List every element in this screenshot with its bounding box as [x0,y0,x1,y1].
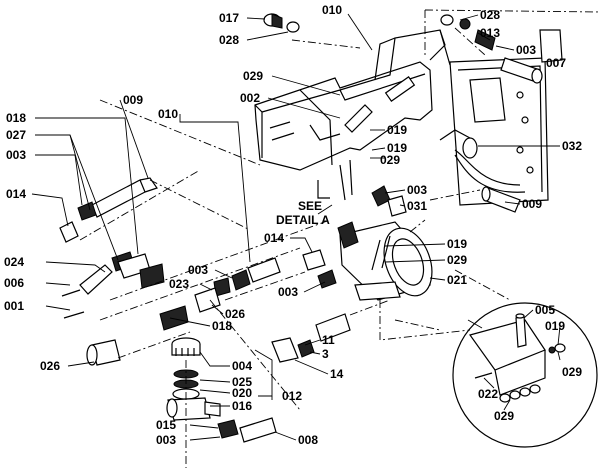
label-029: 029 [447,253,467,267]
tubes-and-fittings [159,185,521,443]
label-detail-a: DETAIL A [276,213,330,227]
label-012: 012 [282,389,302,403]
label-027: 027 [6,128,26,142]
label-020: 020 [232,386,252,400]
label-031: 031 [407,199,427,213]
label-016: 016 [232,399,252,413]
label-029: 029 [243,69,263,83]
label-019: 019 [387,141,407,155]
label-010: 010 [322,3,342,17]
label-009: 009 [123,93,143,107]
label-014: 014 [6,187,26,201]
label-024: 024 [4,255,24,269]
label-003: 003 [6,148,26,162]
leader-lines [31,13,561,441]
label-025: 025 [232,375,252,389]
label-026: 026 [40,359,60,373]
label-001: 001 [4,299,24,313]
label-007: 007 [546,56,566,70]
label-017: 017 [219,11,239,25]
label-005: 005 [535,303,555,317]
assembly-lines [79,9,600,468]
sprocket-parts [263,13,543,84]
label-013: 013 [480,26,500,40]
label-14: 14 [330,367,344,381]
main-frame-bracket [254,29,451,201]
label-029: 029 [380,153,400,167]
pump-assembly-012 [166,337,221,421]
label-026: 026 [225,307,245,321]
label-032: 032 [562,139,582,153]
label-003: 003 [156,433,176,447]
label-003: 003 [278,285,298,299]
detail-a-inset [452,302,598,448]
label-002: 002 [240,91,260,105]
label-029: 029 [494,409,514,423]
label-009: 009 [522,197,542,211]
label-028: 028 [219,33,239,47]
label-022: 022 [478,387,498,401]
label-006: 006 [4,276,24,290]
label-019: 019 [447,237,467,251]
label-018: 018 [6,111,26,125]
label-028: 028 [480,8,500,22]
label-029: 029 [562,365,582,379]
label-004: 004 [232,359,252,373]
label-008: 008 [298,433,318,447]
label-3: 3 [322,347,329,361]
label-018: 018 [212,319,232,333]
label-010: 010 [158,107,178,121]
label-021: 021 [447,273,467,287]
part-labels: 017 028 010 028 013 003 007 029 002 009 … [4,3,582,447]
label-023: 023 [169,277,189,291]
label-019: 019 [545,319,565,333]
label-014: 014 [264,231,284,245]
label-019: 019 [387,123,407,137]
label-11: 11 [322,333,335,347]
label-003: 003 [188,263,208,277]
label-003: 003 [407,183,427,197]
right-side-panel [439,29,563,206]
label-015: 015 [156,418,176,432]
label-003: 003 [516,43,536,57]
label-see: SEE [298,199,322,213]
left-shaft-assembly [59,177,165,366]
